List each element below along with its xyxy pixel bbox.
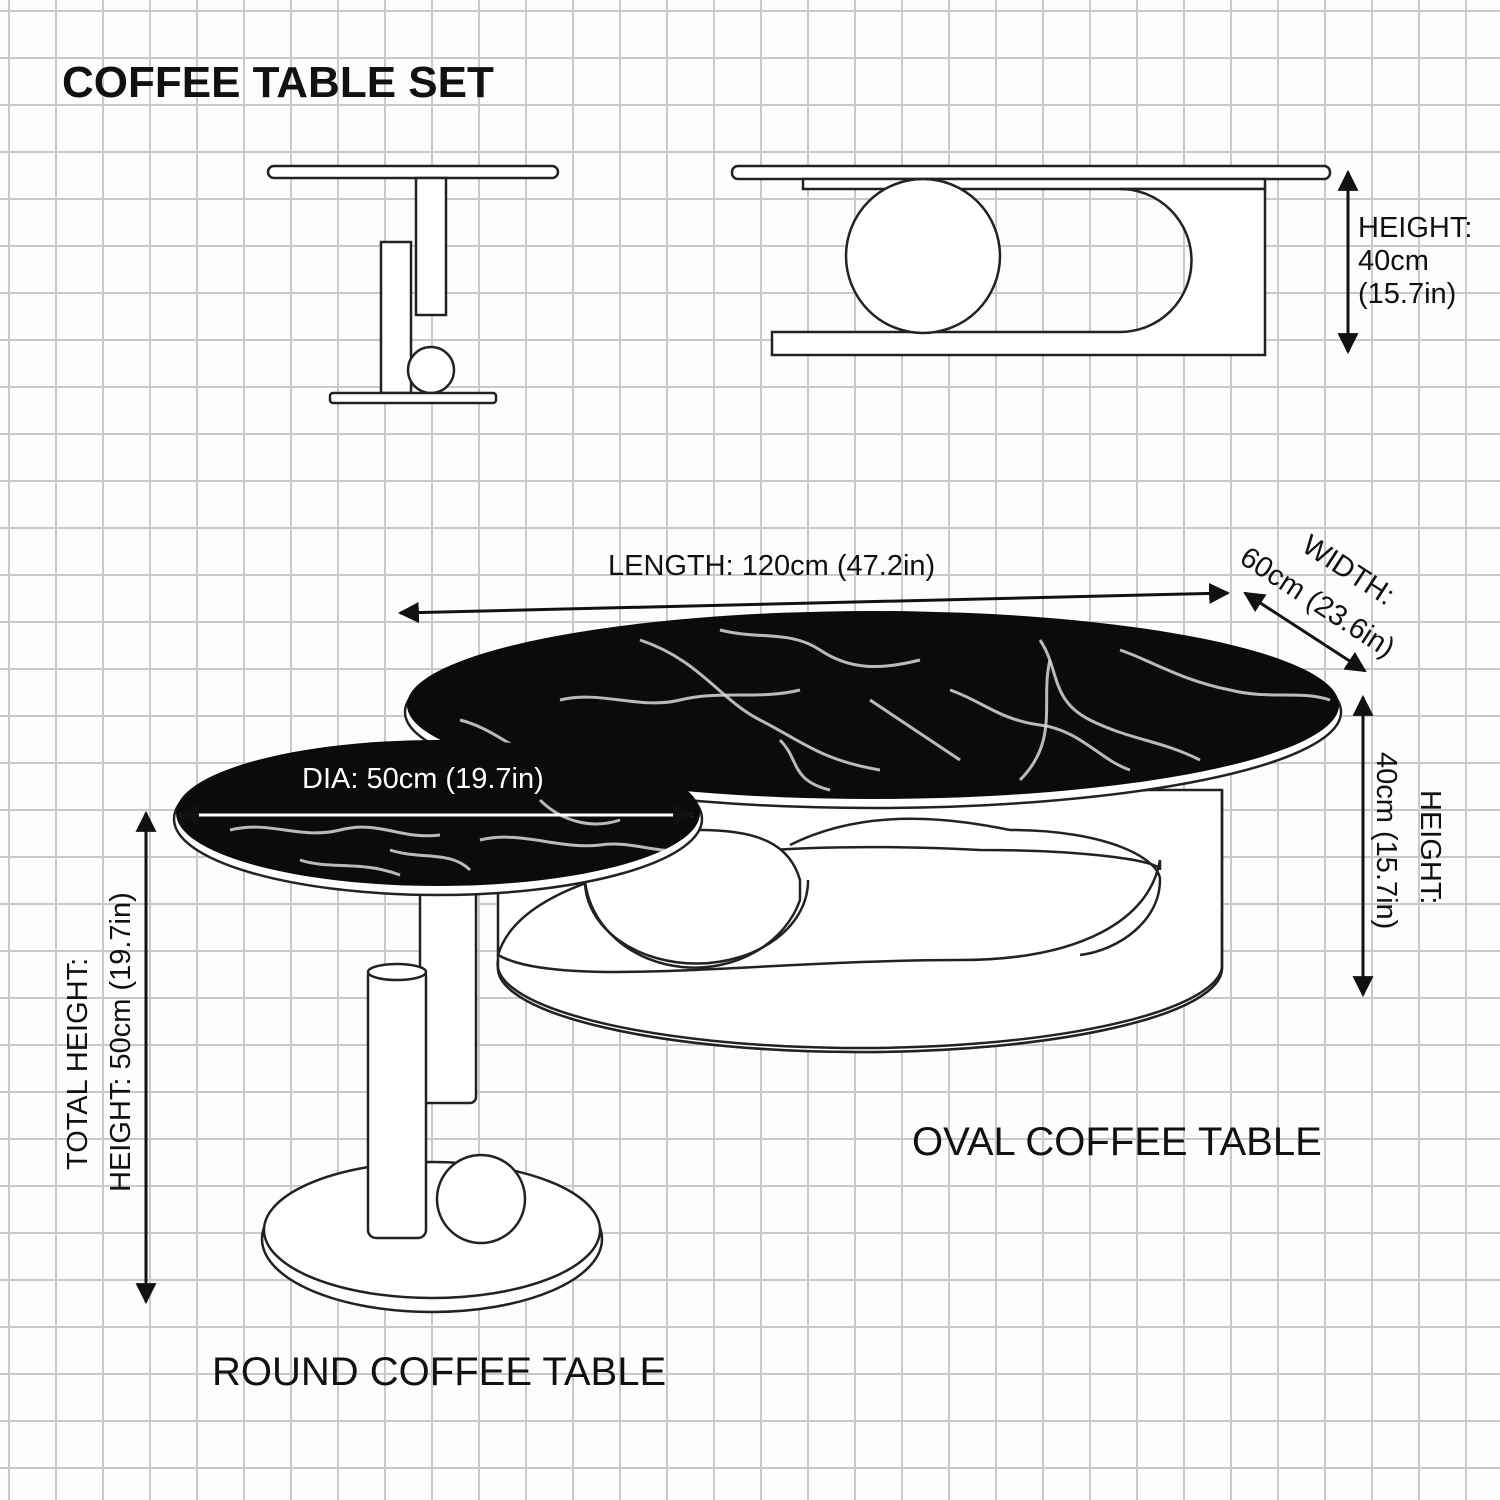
side-height-label-1: HEIGHT: [1358, 212, 1472, 244]
side-height-label-2: 40cm [1358, 245, 1429, 277]
oval-height-label-2: 40cm (15.7in) [1370, 752, 1402, 929]
oval-table-side-view [730, 164, 1332, 357]
round-table-caption: ROUND COFFEE TABLE [212, 1350, 666, 1394]
width-arrow [1243, 591, 1367, 673]
total-height-label-2: HEIGHT: 50cm (19.7in) [105, 892, 137, 1192]
length-arrow [397, 582, 1231, 624]
page-title: COFFEE TABLE SET [62, 58, 494, 107]
round-table-side-view [266, 164, 560, 405]
oval-marble-top [407, 611, 1339, 799]
oval-marble-veins [459, 628, 1331, 792]
side-height-label-3: (15.7in) [1358, 278, 1456, 310]
oval-table-caption: OVAL COFFEE TABLE [912, 1120, 1322, 1164]
dia-label: DIA: 50cm (19.7in) [302, 763, 544, 795]
oval-coffee-table [403, 611, 1343, 1054]
length-label: LENGTH: 120cm (47.2in) [608, 550, 935, 582]
round-marble-top [176, 740, 700, 886]
total-height-label-1: TOTAL HEIGHT: [62, 958, 94, 1170]
oval-height-label-1: HEIGHT: [1414, 790, 1446, 904]
